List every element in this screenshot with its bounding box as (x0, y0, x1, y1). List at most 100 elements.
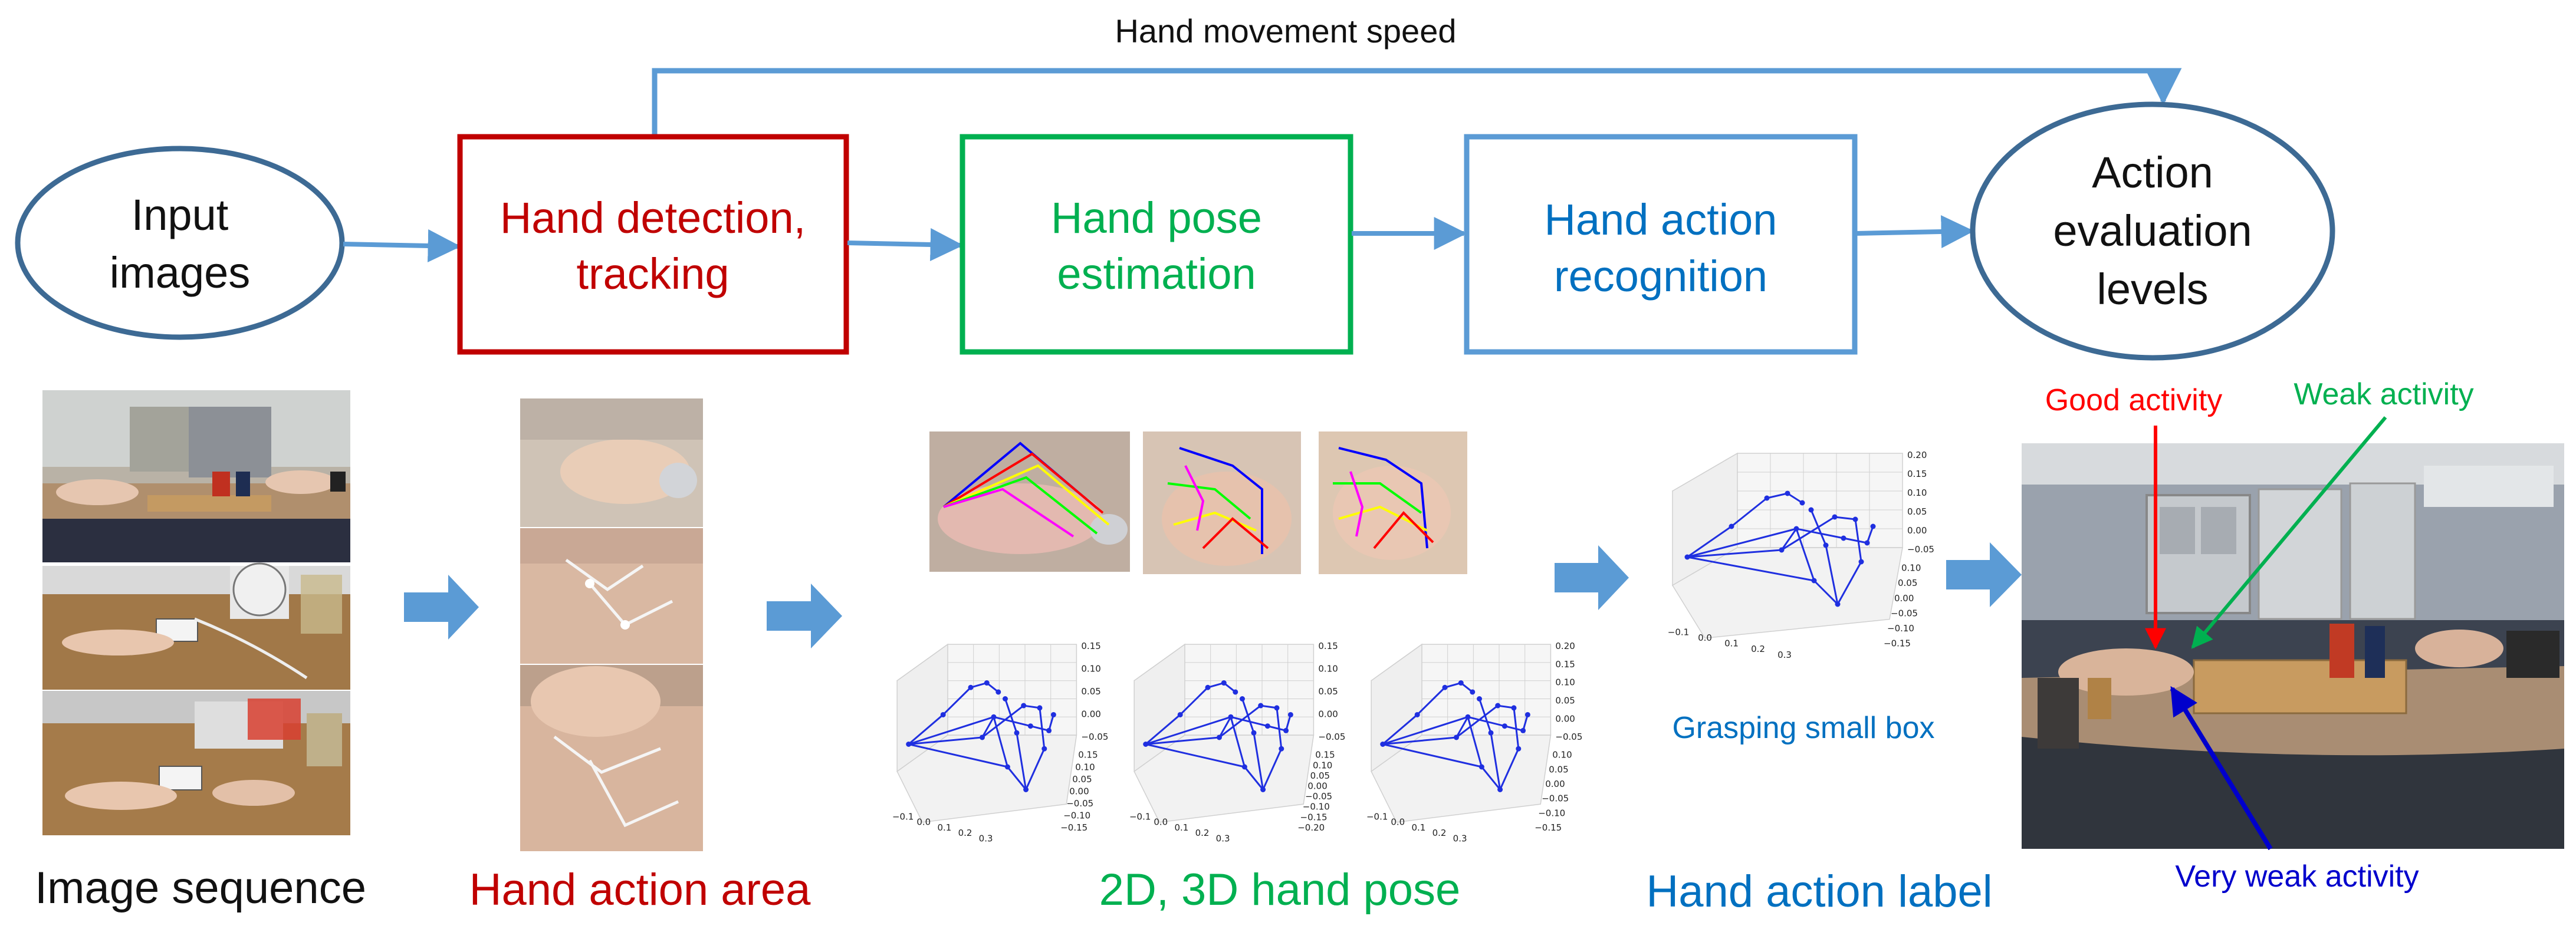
skeleton-bone (1781, 516, 1835, 551)
skeleton-bone (942, 687, 972, 716)
skeleton-bone (1866, 526, 1874, 543)
skeleton-joint (980, 734, 985, 740)
skeleton-joint (1258, 703, 1264, 709)
skeleton-bone (1766, 492, 1788, 499)
skeleton-bone (1253, 733, 1264, 790)
skeleton-bone (1382, 743, 1482, 768)
plot-y-tick: 0.15 (1078, 750, 1098, 760)
skeleton-bone (981, 704, 1024, 739)
plot-x-tick: 0.3 (1777, 650, 1792, 660)
skeleton-joint (1217, 734, 1222, 740)
block-arrow-3 (1555, 545, 1629, 610)
input-line2: images (110, 248, 251, 297)
skeleton-joint (1488, 730, 1494, 736)
skeleton-joint (1380, 742, 1386, 747)
plot-y-tick: 0.05 (1072, 774, 1092, 785)
skeleton-joint (1841, 535, 1846, 541)
plot-x-tick: 0.2 (1751, 644, 1765, 654)
skeleton-bone (970, 682, 987, 688)
flow-arrow-2 (847, 228, 964, 261)
skeleton-joint (968, 684, 974, 690)
skeleton-joint (1454, 734, 1459, 740)
skeleton-bone (1007, 766, 1027, 790)
skeleton-bone (1145, 736, 1220, 745)
plot-x-tick: 0.3 (1453, 833, 1467, 844)
skeleton-joint (1177, 711, 1183, 717)
skeleton-joint (1228, 714, 1234, 720)
plot-x-tick: 0.2 (1432, 828, 1447, 838)
skeleton-joint (1779, 547, 1785, 553)
hand-crop-2 (520, 528, 703, 664)
evaluation-scene (2022, 443, 2564, 849)
top-flow: Hand movement speed Input images Hand de… (15, 12, 2335, 361)
plot-z-tick: −0.05 (1318, 732, 1345, 742)
skeleton-bone (1780, 528, 1798, 551)
detection-line1: Hand detection, (500, 193, 806, 242)
plot-x-tick: 0.2 (958, 828, 972, 838)
plot-z-tick: 0.10 (1081, 664, 1100, 674)
skeleton-joint (1274, 705, 1280, 711)
plot-z-tick: 0.05 (1907, 506, 1927, 517)
pose-2d-image-1 (929, 431, 1130, 572)
plot-y-tick: −0.10 (1887, 623, 1914, 634)
skeleton-joint (1684, 554, 1690, 560)
plot-x-tick: 0.3 (979, 833, 993, 844)
skeleton-bone (1179, 687, 1209, 716)
plot-z-tick: 0.00 (1555, 713, 1575, 724)
recognized-action-label: Grasping small box (1672, 711, 1934, 745)
skeleton-joint (1799, 500, 1805, 506)
block-arrow-2 (767, 584, 842, 648)
skeleton-bone (1467, 716, 1483, 767)
skeleton-bone (1810, 509, 1827, 546)
skeleton-bone (1522, 714, 1529, 731)
skeleton-joint (1764, 495, 1770, 501)
skeleton-bone (908, 736, 983, 745)
skeleton-bone (1241, 699, 1255, 733)
skeleton-joint (1729, 523, 1734, 529)
plot-x-tick: 0.3 (1216, 833, 1230, 844)
plot-y-tick: 0.10 (1552, 750, 1572, 760)
skeleton-joint (1014, 730, 1020, 736)
pose-line1: Hand pose (1051, 193, 1262, 242)
skeleton-joint (1478, 764, 1484, 770)
skeleton-joint (1027, 723, 1033, 729)
skeleton-bone (1687, 556, 1815, 582)
plot-y-tick: −0.15 (1884, 638, 1911, 649)
skeleton-joint (1520, 727, 1526, 733)
sequence-frame-3 (42, 691, 350, 835)
skeleton-joint (1524, 711, 1530, 717)
plot-z-tick: 0.20 (1907, 450, 1927, 460)
skeleton-bone (1025, 748, 1046, 790)
plot-y-tick: −0.05 (1542, 793, 1569, 804)
evaluation-line2: evaluation (2053, 206, 2252, 255)
plot-x-tick: 0.0 (1154, 817, 1168, 828)
skeleton-bone (981, 716, 995, 738)
skeleton-bone (1230, 716, 1246, 767)
evaluation-line3: levels (2097, 265, 2208, 314)
skeleton-joint (1495, 703, 1501, 709)
skeleton-bone (908, 716, 994, 745)
hand-detection-node: Hand detection, tracking (457, 134, 849, 355)
plot-z-tick: 0.15 (1318, 641, 1338, 651)
skeleton-bone (1455, 716, 1469, 738)
plot-z-tick: 0.00 (1907, 525, 1927, 536)
skeleton-joint (1233, 689, 1238, 695)
plot-y-tick: −0.15 (1300, 812, 1328, 822)
plot-y-tick: 0.05 (1549, 764, 1568, 775)
hand-action-area: Hand action area (469, 398, 811, 915)
skeleton-bone (1787, 492, 1803, 504)
skeleton-bone (1048, 714, 1054, 731)
recognition-line1: Hand action (1545, 195, 1777, 244)
plot-y-tick: 0.15 (1315, 750, 1335, 760)
skeleton-joint (1021, 703, 1027, 709)
very-weak-activity-arrow (2170, 686, 2273, 851)
pose-3d-plot-2: 0.150.100.050.00−0.05−0.10.00.10.20.30.1… (1129, 641, 1345, 844)
speed-label: Hand movement speed (1115, 12, 1456, 50)
skeleton-bone (1490, 733, 1501, 790)
skeleton-bone (1813, 579, 1839, 605)
skeleton-bone (908, 714, 944, 745)
recognition-line2: recognition (1554, 252, 1767, 301)
skeleton-bone (1260, 704, 1277, 709)
hand-crop-3 (520, 665, 703, 851)
plot-x-tick: −0.1 (1366, 811, 1388, 822)
